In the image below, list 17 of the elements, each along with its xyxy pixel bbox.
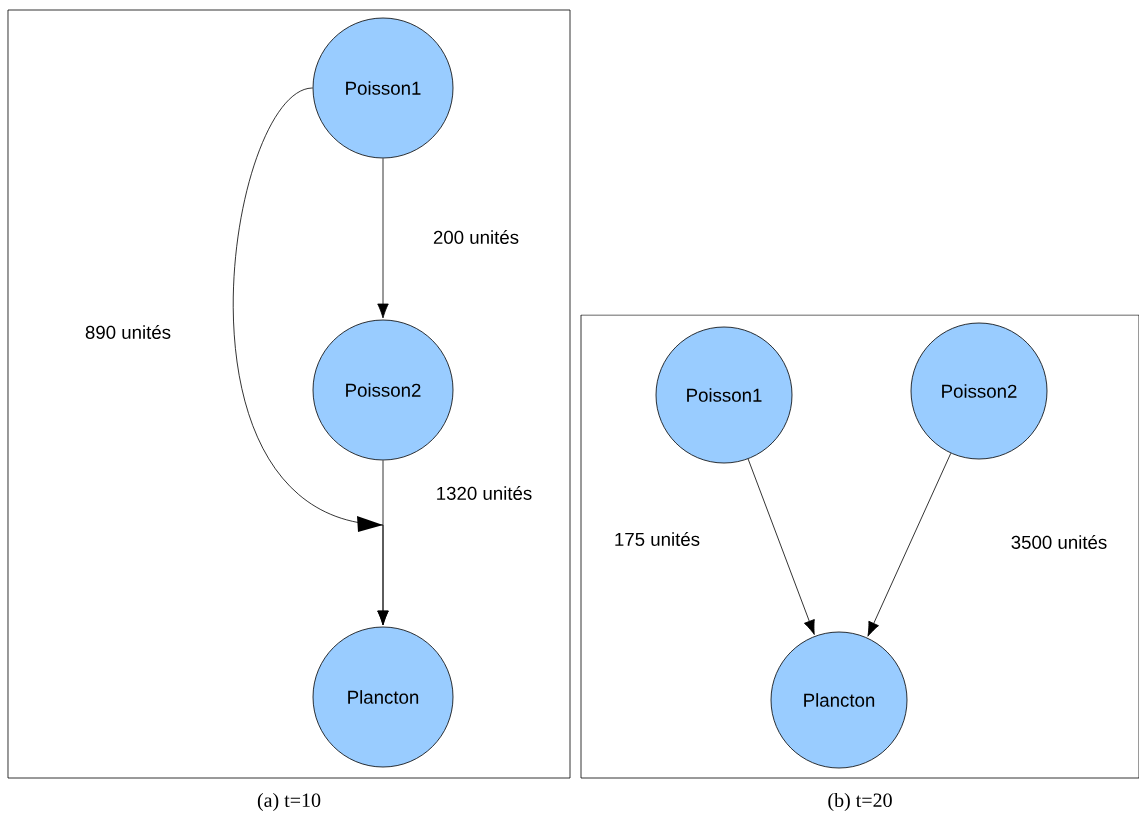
node-label: (a) t=10 (257, 792, 321, 812)
circle-node: Poisson2 (910, 322, 1048, 460)
edge-label: 3500 unités (1009, 533, 1109, 551)
circle-node: Plancton (312, 626, 454, 768)
node-label: (b) t=20 (828, 792, 892, 812)
arrow (747, 458, 815, 635)
curved-arrow (232, 87, 389, 626)
arrow (377, 158, 389, 319)
edge-label: 890 unités (83, 323, 173, 341)
edge-label: 200 unités (431, 228, 521, 246)
circle-node: Poisson2 (312, 319, 454, 461)
circle-node: Poisson1 (312, 17, 454, 159)
arrow (867, 452, 952, 637)
circle-node: Plancton (770, 631, 908, 769)
circle-node: Poisson1 (655, 326, 793, 464)
edge-label: 175 unités (612, 530, 702, 548)
edge-label: 1320 unités (434, 484, 534, 502)
